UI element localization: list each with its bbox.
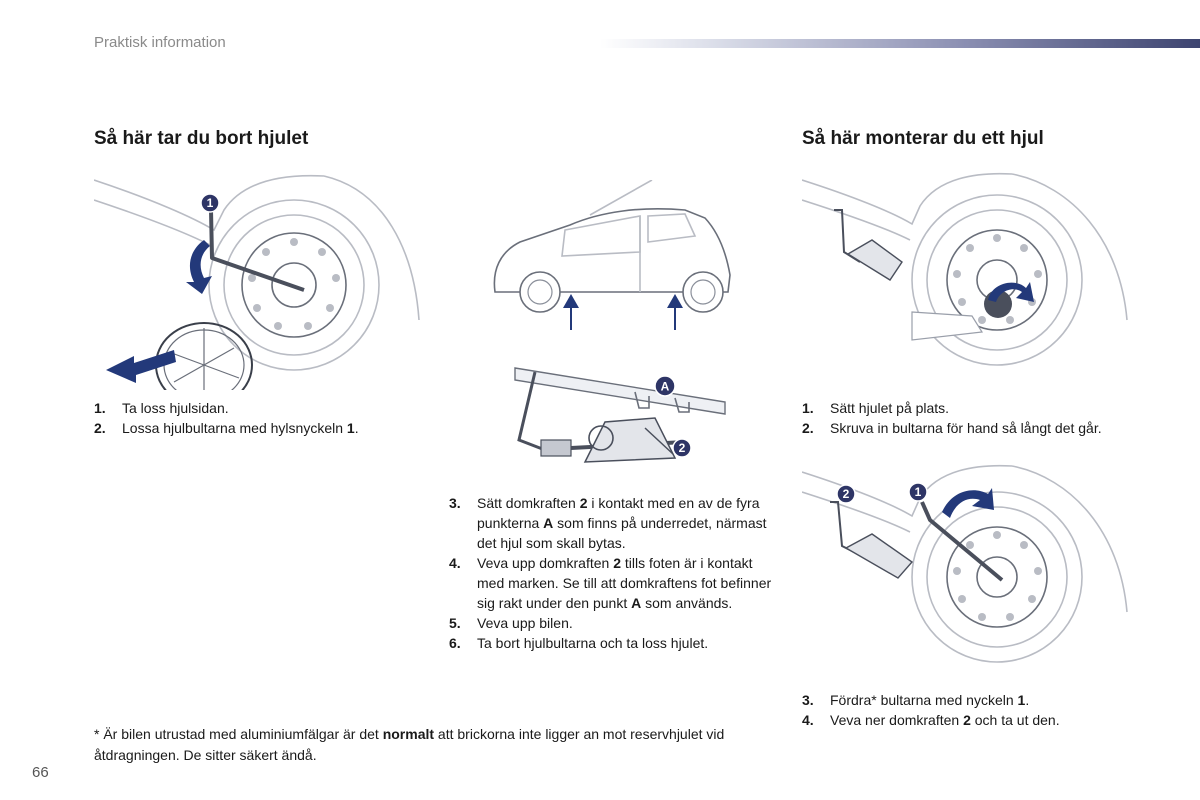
- bold-reference: A: [543, 515, 554, 531]
- step-item: 2. Skruva in bultarna för hand så långt d…: [802, 418, 1162, 438]
- text-run: i kontakt med en av de fyra punkterna: [477, 495, 760, 531]
- text-run: .: [354, 420, 359, 436]
- remove-hubcap-illustration: [94, 174, 420, 390]
- text-run: Skruva in bultarna för hand så långt det…: [830, 420, 1102, 436]
- step-number: 6.: [449, 635, 461, 651]
- mount-wheel-steps-bottom: 3. Fördra* bultarna med nyckeln 1. 4. Veva …: [802, 690, 1162, 730]
- mount-wheel-illustration: [802, 172, 1128, 366]
- step-item: 3. Sätt domkraften 2 i kontakt med en av …: [449, 493, 779, 553]
- text-run: .: [1025, 692, 1030, 708]
- remove-wheel-steps: 1. Ta loss hjulsidan. 2. Lossa hjulbultarna…: [94, 398, 424, 438]
- text-run: * Är bilen utrustad med aluminiumfälgar …: [94, 726, 383, 742]
- bold-reference: 2: [579, 495, 588, 511]
- text-run: Ta bort hjulbultarna och ta loss hjulet.: [477, 635, 709, 651]
- bold-reference: normalt: [382, 726, 435, 742]
- text-run: som finns på underredet, närmast det hju…: [477, 515, 767, 551]
- text-run: Ta loss hjulsidan.: [122, 400, 229, 416]
- bold-reference: 1: [1017, 692, 1026, 708]
- svg-text:1: 1: [207, 196, 214, 210]
- text-run: Veva upp bilen.: [477, 615, 573, 631]
- step-item: 2. Lossa hjulbultarna med hylsnyckeln 1.: [94, 418, 424, 438]
- jack-placement-illustration: [514, 367, 726, 463]
- step-number: 4.: [449, 555, 461, 571]
- bold-reference: 2: [963, 712, 971, 728]
- step-item: 1. Ta loss hjulsidan.: [94, 398, 424, 418]
- text-run: Fördra* bultarna med nyckeln: [830, 692, 1018, 708]
- bold-reference: 2: [613, 555, 621, 571]
- tighten-bolts-illustration: [802, 464, 1128, 663]
- step-number: 2.: [94, 420, 106, 436]
- bold-reference: 1: [346, 420, 355, 436]
- mount-wheel-heading: Så här monterar du ett hjul: [802, 128, 1044, 149]
- header-gradient-bar: [600, 39, 1200, 48]
- bold-reference: A: [631, 595, 642, 611]
- footnote: * Är bilen utrustad med aluminiumfälgar …: [94, 724, 784, 766]
- page-number: 66: [32, 764, 49, 781]
- text-run: Sätt hjulet på plats.: [830, 400, 950, 416]
- callout-2-middle: 2: [672, 438, 692, 463]
- callout-1-left: 1: [200, 193, 220, 218]
- step-number: 2.: [802, 420, 814, 436]
- mount-wheel-steps-top: 1. Sätt hjulet på plats. 2. Skruva in bulta…: [802, 398, 1162, 438]
- callout-1-right: 1: [908, 482, 928, 507]
- callout-a: A: [654, 375, 676, 402]
- step-number: 4.: [802, 712, 814, 728]
- step-number: 5.: [449, 615, 461, 631]
- callout-2-right: 2: [836, 484, 856, 509]
- remove-wheel-heading: Så här tar du bort hjulet: [94, 128, 309, 149]
- text-run: Veva upp domkraften: [477, 555, 614, 571]
- step-item: 4. Veva upp domkraften 2 tills foten är i…: [449, 553, 779, 613]
- svg-text:A: A: [661, 380, 670, 394]
- text-run: som används.: [641, 595, 733, 611]
- text-run: tills foten är i kontakt med marken. Se …: [477, 555, 772, 611]
- text-run: Lossa hjulbultarna med hylsnyckeln: [122, 420, 347, 436]
- jack-steps: 3. Sätt domkraften 2 i kontakt med en av …: [449, 493, 779, 653]
- step-item: 1. Sätt hjulet på plats.: [802, 398, 1162, 418]
- text-run: Veva ner domkraften: [830, 712, 964, 728]
- step-number: 1.: [802, 400, 814, 416]
- step-item: 3. Fördra* bultarna med nyckeln 1.: [802, 690, 1162, 710]
- text-run: Sätt domkraften: [477, 495, 580, 511]
- svg-text:2: 2: [843, 487, 850, 501]
- svg-text:1: 1: [915, 485, 922, 499]
- step-number: 1.: [94, 400, 106, 416]
- text-run: och ta ut den.: [970, 712, 1060, 728]
- section-label: Praktisk information: [94, 34, 226, 51]
- step-number: 3.: [449, 495, 461, 511]
- step-item: 4. Veva ner domkraften 2 och ta ut den.: [802, 710, 1162, 730]
- car-lift-points-illustration: [493, 180, 731, 330]
- step-item: 5. Veva upp bilen.: [449, 613, 779, 633]
- svg-text:2: 2: [679, 441, 686, 455]
- text-run: att brickorna inte ligger an mot reservh…: [94, 726, 725, 763]
- step-number: 3.: [802, 692, 814, 708]
- step-item: 6. Ta bort hjulbultarna och ta loss hjule…: [449, 633, 779, 653]
